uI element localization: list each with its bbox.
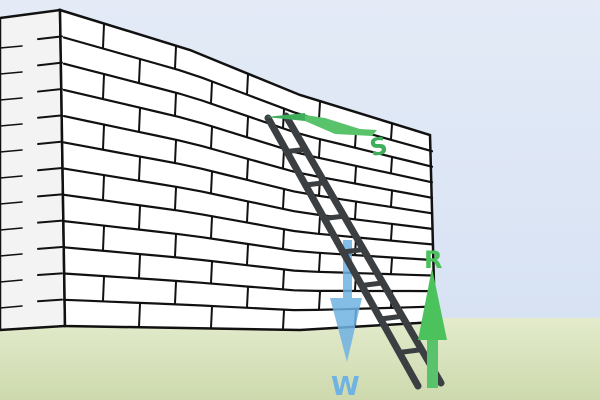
- brick-joint: [174, 186, 177, 211]
- brick-joint: [174, 233, 177, 258]
- brick-joint: [354, 165, 357, 184]
- ground-reaction-force-arrow: [418, 268, 447, 388]
- brick-joint: [390, 257, 393, 275]
- brick-joint: [318, 214, 321, 234]
- brick-joint: [210, 216, 213, 239]
- brick-joint: [210, 81, 213, 104]
- brick-joint: [282, 188, 285, 210]
- brick-joint: [102, 74, 105, 100]
- brick-joint: [102, 276, 105, 302]
- mortar-line: [62, 193, 434, 246]
- brick-joint: [210, 261, 213, 284]
- brick-joint: [174, 280, 177, 305]
- brick-joint: [318, 101, 321, 121]
- end-mortar-line: [37, 88, 63, 93]
- ladder-rung: [303, 180, 328, 188]
- end-mortar-line: [0, 175, 23, 179]
- brick-joint: [390, 190, 393, 208]
- end-mortar-line: [37, 246, 63, 250]
- end-mortar-line: [0, 123, 23, 127]
- brick-joint: [246, 158, 249, 181]
- end-mortar-line: [0, 45, 23, 49]
- brick-joint: [282, 269, 285, 290]
- brick-joint: [282, 229, 285, 250]
- brick-joint: [318, 290, 321, 310]
- end-mortar-line: [0, 201, 23, 205]
- end-mortar-line: [37, 219, 63, 224]
- brick-joint: [102, 175, 105, 201]
- mortar-line: [62, 141, 434, 215]
- end-mortar-line: [0, 227, 23, 231]
- brick-joint: [138, 107, 141, 133]
- ladder-rung: [321, 213, 347, 221]
- brick-joint: [246, 201, 249, 223]
- mortar-line: [62, 167, 434, 230]
- brick-joint: [174, 45, 177, 70]
- wall-reaction-force-label: S: [367, 131, 390, 162]
- brick-joint: [246, 286, 249, 308]
- end-mortar-line: [37, 114, 63, 119]
- brick-joint: [390, 156, 393, 174]
- ladder-rung: [340, 247, 366, 255]
- ladder: [264, 112, 445, 390]
- ladder-rung: [396, 347, 425, 355]
- brick-joint: [102, 225, 105, 251]
- end-mortar-line: [0, 71, 23, 75]
- weight-force-arrow: [330, 240, 362, 362]
- ladder-rung: [284, 146, 308, 154]
- brick-joint: [138, 205, 141, 230]
- brick-joint: [354, 201, 357, 220]
- end-mortar-line: [37, 298, 63, 303]
- brick-courses: [0, 23, 434, 330]
- end-mortar-line: [0, 149, 23, 153]
- mortar-line: [62, 246, 434, 277]
- brick-joint: [102, 23, 105, 49]
- brick-joint: [210, 171, 213, 194]
- end-mortar-line: [37, 272, 63, 277]
- brick-joint: [282, 309, 285, 330]
- end-mortar-line: [0, 253, 23, 257]
- brick-joint: [174, 92, 177, 117]
- brick-joint: [390, 223, 393, 241]
- weight-force-label: W: [331, 372, 360, 400]
- end-mortar-line: [0, 305, 23, 309]
- ladder-rung: [359, 280, 386, 288]
- brick-joint: [390, 123, 393, 141]
- end-mortar-line: [37, 140, 63, 145]
- brick-joint: [138, 254, 141, 279]
- brick-joint: [246, 73, 249, 96]
- ground: [0, 318, 600, 400]
- brick-joint: [138, 302, 141, 328]
- end-mortar-line: [0, 97, 23, 101]
- brick-joint: [174, 139, 177, 164]
- brick-joint: [318, 139, 321, 159]
- wall-reaction-force-arrow: [266, 113, 377, 136]
- brick-joint: [210, 306, 213, 329]
- brick-joint: [210, 126, 213, 149]
- end-mortar-line: [0, 279, 23, 283]
- brick-joint: [246, 243, 249, 266]
- end-mortar-line: [37, 193, 63, 198]
- brick-joint: [246, 116, 249, 138]
- mortar-line: [62, 88, 434, 184]
- end-mortar-line: [37, 35, 63, 41]
- brick-joint: [138, 59, 141, 84]
- ladder-rung: [378, 313, 405, 322]
- ground-reaction-force-label: R: [424, 246, 442, 274]
- brick-joint: [138, 156, 141, 181]
- end-mortar-line: [37, 61, 63, 67]
- brick-joint: [318, 252, 321, 272]
- wall-end-face: [0, 8, 67, 332]
- brick-joint: [102, 124, 105, 150]
- end-mortar-line: [37, 167, 63, 172]
